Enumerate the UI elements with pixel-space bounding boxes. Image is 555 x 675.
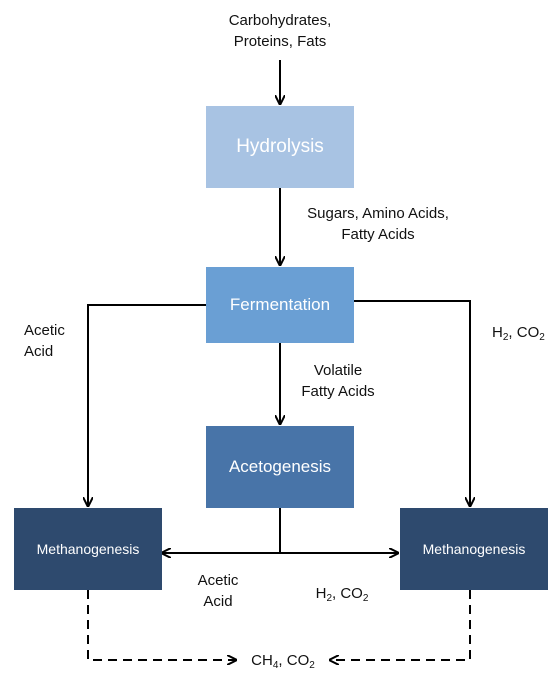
hydrolysis-box: Hydrolysis — [206, 106, 354, 188]
methanogenesis-right-label: Methanogenesis — [422, 541, 526, 557]
acetogenesis-label: Acetogenesis — [228, 457, 332, 476]
bottom-acetic-acid-label: Acetic Acid — [197, 572, 239, 610]
methanogenesis-right-box: Methanogenesis — [400, 508, 548, 590]
volatile-fatty-acids-label: Volatile Fatty Acids — [301, 362, 375, 400]
hydrolysis-products-label: Sugars, Amino Acids, Fatty Acids — [307, 205, 449, 243]
dashed-arrow-left-to-output — [87, 590, 236, 660]
methanogenesis-left-label: Methanogenesis — [36, 541, 140, 557]
left-acetic-acid-label: Acetic Acid — [24, 322, 65, 360]
fermentation-box: Fermentation — [206, 267, 354, 343]
hydrolysis-label: Hydrolysis — [236, 136, 324, 157]
acetogenesis-box: Acetogenesis — [206, 426, 354, 508]
output-ch4-co2-label: CH4, CO2 — [251, 652, 315, 671]
fermentation-label: Fermentation — [229, 295, 331, 314]
input-label: Carbohydrates, Proteins, Fats — [228, 12, 332, 50]
bottom-h2-co2-label: H2, CO2 — [315, 585, 369, 604]
right-h2-co2-label: H2, CO2 — [492, 324, 545, 343]
arrow-fermentation-to-right-methanogenesis — [354, 300, 470, 506]
arrow-fermentation-to-left-methanogenesis — [88, 304, 206, 506]
dashed-arrow-right-to-output — [330, 590, 471, 660]
methanogenesis-left-box: Methanogenesis — [14, 508, 162, 590]
